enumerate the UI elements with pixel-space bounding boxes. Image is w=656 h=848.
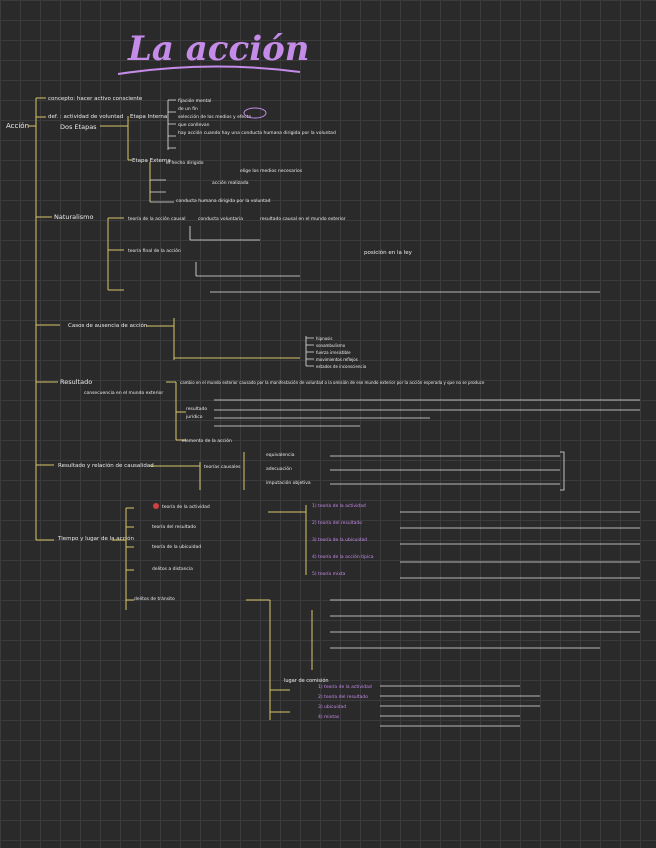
item-naturalismo-1: teoría de la acción causal xyxy=(128,215,186,222)
red-bullet xyxy=(153,503,159,509)
item-resultado-3: elemento de la acción xyxy=(182,437,232,444)
node-dos-etapas: Dos Etapas xyxy=(60,123,97,131)
node-concepto: concepto: hacer activo consciente xyxy=(48,96,143,102)
ausencia-connector xyxy=(146,318,300,360)
teoria-2: 2) teoría del resultado xyxy=(312,519,362,526)
item-ausencia-4: movimientos reflejos xyxy=(316,357,358,362)
node-naturalismo: Naturalismo xyxy=(54,213,93,221)
item-tiempo-3: teoría de la ubicuidad xyxy=(152,543,201,550)
node-causas-ausencia: Casos de ausencia de acción xyxy=(68,322,148,329)
lugar-connector xyxy=(246,599,313,720)
item-causalidad-2: equivalencia xyxy=(266,452,295,458)
branch-connectors xyxy=(36,97,60,541)
item-tiempo-1: teoría de la actividad xyxy=(162,503,210,510)
item-resultado-2: jurídico xyxy=(185,413,203,420)
page-title: La acción xyxy=(127,29,310,69)
item-interna-1: fijación mental xyxy=(178,97,211,104)
node-resultado-sub: consecuencia en el mundo exterior xyxy=(84,390,163,396)
ausencia-bracket xyxy=(305,336,314,367)
teoria-4: 4) teoría de la acción típica xyxy=(312,553,374,560)
item-ausencia-3: fuerza irresistible xyxy=(316,350,351,355)
naturalismo-connector xyxy=(107,217,124,291)
node-definicion: def. : actividad de voluntad xyxy=(48,114,123,120)
highlight-circle xyxy=(243,107,267,119)
teoria-3: 3) teoría de la ubicuidad xyxy=(312,536,367,543)
teoria-5: 5) teoría mixta xyxy=(312,570,346,577)
item-externa-4: conducta humana dirigida por la voluntad xyxy=(176,198,271,204)
item-tiempo-4: delitos a distancia xyxy=(152,566,193,572)
item-naturalismo-5: posición en la ley xyxy=(364,249,413,256)
tiempo-connector xyxy=(112,507,134,610)
resultado-lines xyxy=(214,399,640,427)
item-interna-2: de un fin xyxy=(178,106,198,112)
teoria-1: 1) teoría de la actividad xyxy=(312,502,366,509)
item-ausencia-5: estados de inconsciencia xyxy=(316,364,367,369)
item-interna-3: selección de los medios y efecto xyxy=(178,113,251,120)
item-ausencia-1: hipnosis xyxy=(316,336,332,341)
lugar-2: 2) teoría del resultado xyxy=(318,693,368,700)
item-tiempo-2: teoría del resultado xyxy=(152,523,196,530)
naturalismo-lines xyxy=(189,226,600,293)
item-ausencia-2: sonambulismo xyxy=(316,343,346,348)
lugar-3: 3) ubicuidad xyxy=(318,704,346,710)
node-causalidad: Resultado y relación de causalidad xyxy=(58,462,154,469)
node-etapa-interna: Etapa Interna xyxy=(130,114,167,120)
node-etapa-externa: Etapa Externa xyxy=(132,158,171,164)
resultado-connector xyxy=(166,381,186,441)
item-causalidad-1: teorías causales xyxy=(204,463,241,470)
etapa-interna-bracket xyxy=(167,99,176,150)
root-spine xyxy=(28,98,37,540)
etapa-externa-connector xyxy=(128,159,151,202)
node-resultado: Resultado xyxy=(60,378,92,386)
resultado-description: cambio en el mundo exterior causado por … xyxy=(180,380,485,385)
item-interna-5: hay acción cuando hay una conducta human… xyxy=(178,129,336,136)
item-naturalismo-3: resultado causal en el mundo exterior xyxy=(260,216,346,222)
lugar-1: 1) teoría de la actividad xyxy=(318,683,372,690)
node-tiempo-lugar: Tiempo y lugar de la acción xyxy=(57,535,135,542)
item-causalidad-3: adecuación xyxy=(266,465,292,472)
teorias-lines xyxy=(400,511,640,579)
teorias-connector xyxy=(268,505,307,575)
title-underline xyxy=(117,65,301,75)
lugar-lines xyxy=(330,599,640,727)
node-lugar: lugar de comisión xyxy=(284,677,329,684)
externa-lines xyxy=(150,179,174,203)
item-externa-2: elige los medios necesarios xyxy=(240,168,303,174)
causalidad-lines xyxy=(330,451,565,491)
item-causalidad-4: imputación objetiva xyxy=(266,479,311,486)
item-naturalismo-4: teoría final de la acción xyxy=(128,247,181,254)
item-interna-4: que conllevan xyxy=(178,122,210,128)
item-tiempo-5: delitos de tránsito xyxy=(134,595,175,602)
lugar-4: 4) mixtas xyxy=(318,714,340,720)
item-externa-1: el hecho dirigido xyxy=(166,160,204,166)
etapa-interna-connector xyxy=(100,116,129,160)
item-externa-3: acción realizada xyxy=(212,179,249,186)
item-resultado-1: resultado xyxy=(186,406,207,412)
item-naturalismo-2: conducta voluntaria xyxy=(198,216,243,222)
causalidad-connector xyxy=(150,452,245,490)
root-node: Acción xyxy=(6,122,29,130)
